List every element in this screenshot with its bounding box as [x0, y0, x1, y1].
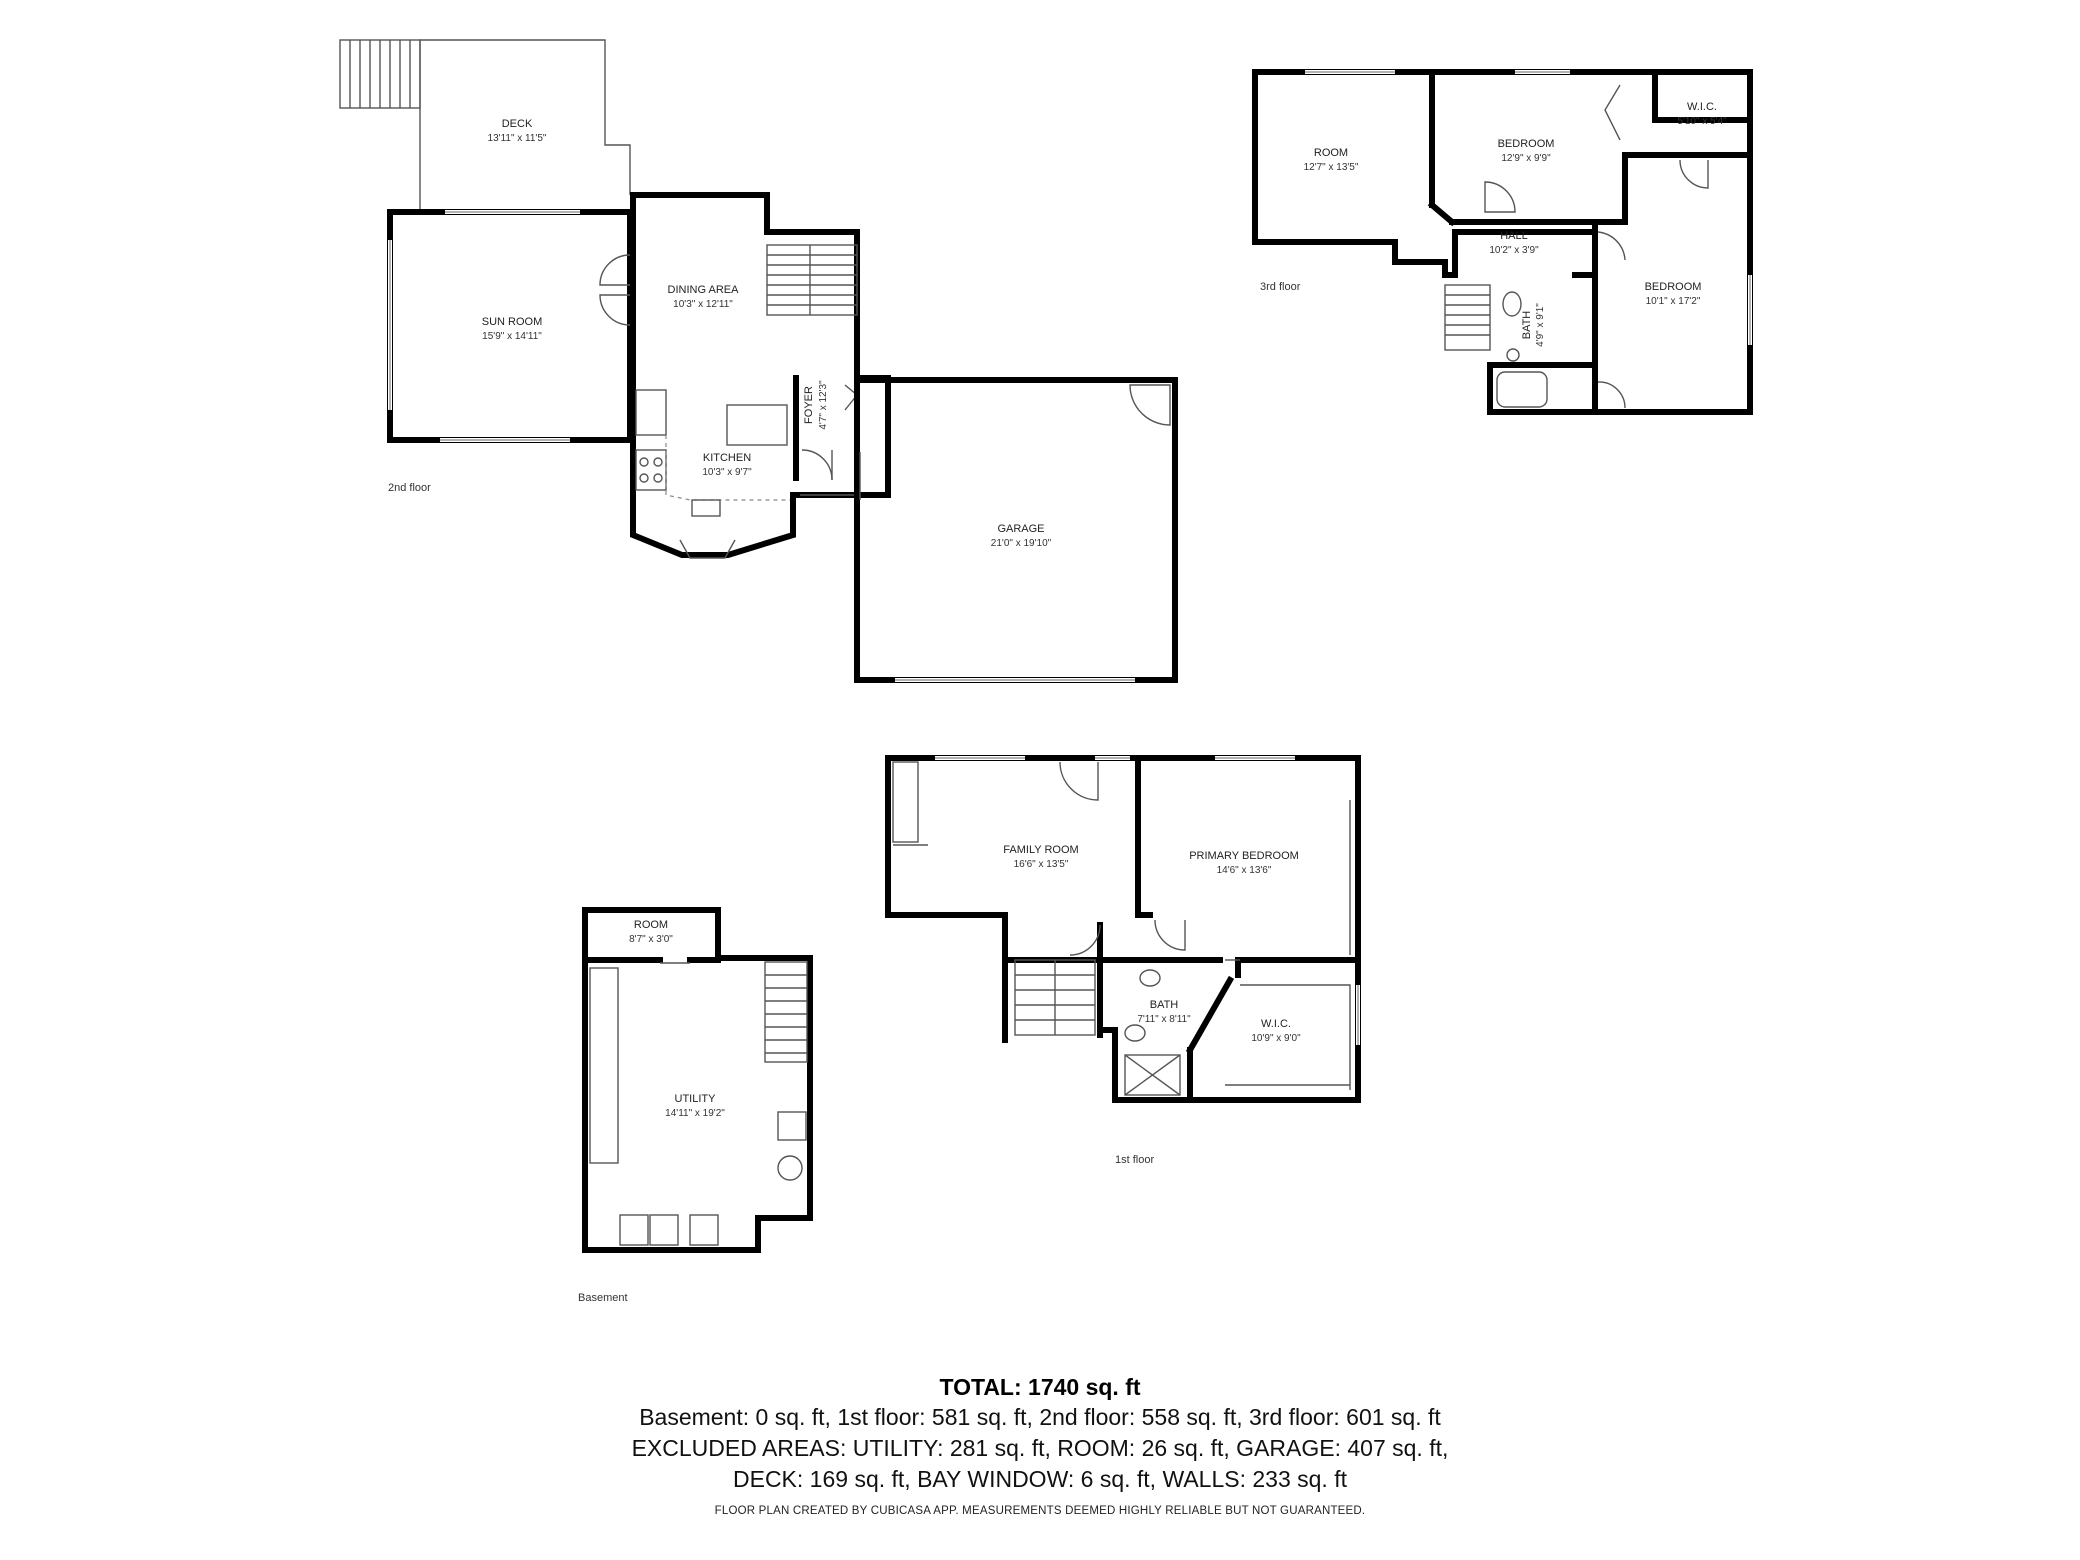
room-dim-1f-wic: 10'9" x 9'0" — [1251, 1033, 1301, 1044]
room-name-3f-hall: HALL — [1500, 230, 1528, 242]
room-dim-3f-bedroom-a: 12'9" x 9'9" — [1501, 153, 1551, 164]
stove — [635, 449, 667, 491]
room-name-dining-area: DINING AREA — [668, 284, 740, 296]
toilet — [1124, 1024, 1146, 1042]
room-dim-1f-bath: 7'11" x 8'11" — [1137, 1014, 1191, 1025]
kitchen-island — [726, 404, 788, 446]
dryer — [649, 1214, 679, 1246]
room-dim-primary-bedroom: 14'6" x 13'6" — [1217, 865, 1272, 876]
room-dim-foyer: 4'7" x 12'3" — [818, 380, 829, 430]
room-name-utility: UTILITY — [675, 1093, 717, 1105]
third-floor-stairs — [1444, 284, 1491, 351]
room-dim-3f-room: 12'7" x 13'5" — [1304, 162, 1359, 173]
room-dim-garage: 21'0" x 19'10" — [991, 538, 1052, 549]
bathtub — [1496, 371, 1548, 408]
room-dim-kitchen: 10'3" x 9'7" — [702, 467, 752, 478]
closet-shelves — [892, 761, 919, 843]
room-name-kitchen: KITCHEN — [703, 452, 751, 464]
room-dim-family-room: 16'6" x 13'5" — [1014, 859, 1069, 870]
room-dim-3f-bath: 4'9" x 9'1" — [1535, 303, 1546, 347]
kitchen-sink — [691, 499, 721, 517]
toilet — [1502, 291, 1522, 317]
floor-label-second: 2nd floor — [388, 482, 431, 494]
room-name-1f-bath: BATH — [1150, 999, 1179, 1011]
washer — [619, 1214, 649, 1246]
room-name-3f-bedroom-b: BEDROOM — [1645, 281, 1702, 293]
utility-sink — [689, 1214, 719, 1246]
area-summary: TOTAL: 1740 sq. ft Basement: 0 sq. ft, 1… — [0, 1372, 2080, 1517]
second-floor-plan — [339, 39, 1178, 683]
excluded-areas-line-2: DECK: 169 sq. ft, BAY WINDOW: 6 sq. ft, … — [733, 1466, 1347, 1492]
room-name-foyer: FOYER — [803, 386, 815, 424]
floor-label-basement: Basement — [578, 1292, 628, 1304]
room-name-family-room: FAMILY ROOM — [1003, 844, 1078, 856]
sink — [1506, 348, 1520, 362]
room-dim-3f-wic: 5'10" x 5'4" — [1677, 116, 1727, 127]
room-dim-basement-room: 8'7" x 3'0" — [629, 934, 673, 945]
room-name-deck: DECK — [502, 118, 533, 130]
room-name-3f-room: ROOM — [1314, 147, 1348, 159]
first-floor-stairs — [1014, 959, 1096, 1036]
disclaimer-note: FLOOR PLAN CREATED BY CUBICASA APP. MEAS… — [714, 1505, 1366, 1517]
floor-areas-line: Basement: 0 sq. ft, 1st floor: 581 sq. f… — [639, 1404, 1441, 1430]
room-dim-utility: 14'11" x 19'2" — [665, 1108, 725, 1119]
room-dim-deck: 13'11" x 11'5" — [488, 133, 547, 144]
basement-plan — [582, 907, 813, 1253]
room-name-sun-room: SUN ROOM — [482, 316, 543, 328]
utility-counter — [589, 967, 619, 1164]
room-dim-dining-area: 10'3" x 12'11" — [673, 299, 733, 310]
room-dim-3f-bedroom-b: 10'1" x 17'2" — [1646, 296, 1701, 307]
room-dim-sun-room: 15'9" x 14'11" — [482, 331, 542, 342]
floor-label-third: 3rd floor — [1260, 281, 1301, 293]
shower — [1124, 1054, 1181, 1096]
excluded-areas-line: EXCLUDED AREAS: UTILITY: 281 sq. ft, ROO… — [631, 1435, 1449, 1461]
room-name-3f-bath: BATH — [1521, 311, 1533, 340]
room-name-3f-wic: W.I.C. — [1687, 101, 1717, 113]
furnace-icon — [777, 1155, 803, 1181]
third-floor-plan — [1252, 69, 1753, 415]
room-name-basement-room: ROOM — [634, 919, 668, 931]
total-area-title: TOTAL: 1740 sq. ft — [939, 1374, 1141, 1400]
room-dim-3f-hall: 10'2" x 3'9" — [1489, 245, 1539, 256]
first-floor-plan — [885, 755, 1361, 1103]
deck-stairs — [339, 39, 421, 109]
fridge — [635, 389, 667, 436]
room-name-3f-bedroom-a: BEDROOM — [1498, 138, 1555, 150]
floor-label-first: 1st floor — [1115, 1154, 1154, 1166]
basement-stairs — [764, 961, 808, 1063]
deck-area — [339, 39, 631, 211]
room-name-garage: GARAGE — [997, 523, 1044, 535]
water-heater — [777, 1111, 807, 1141]
room-name-1f-wic: W.I.C. — [1261, 1018, 1291, 1030]
room-name-primary-bedroom: PRIMARY BEDROOM — [1189, 850, 1299, 862]
sink — [1139, 969, 1161, 987]
dining-stairs — [766, 244, 858, 316]
